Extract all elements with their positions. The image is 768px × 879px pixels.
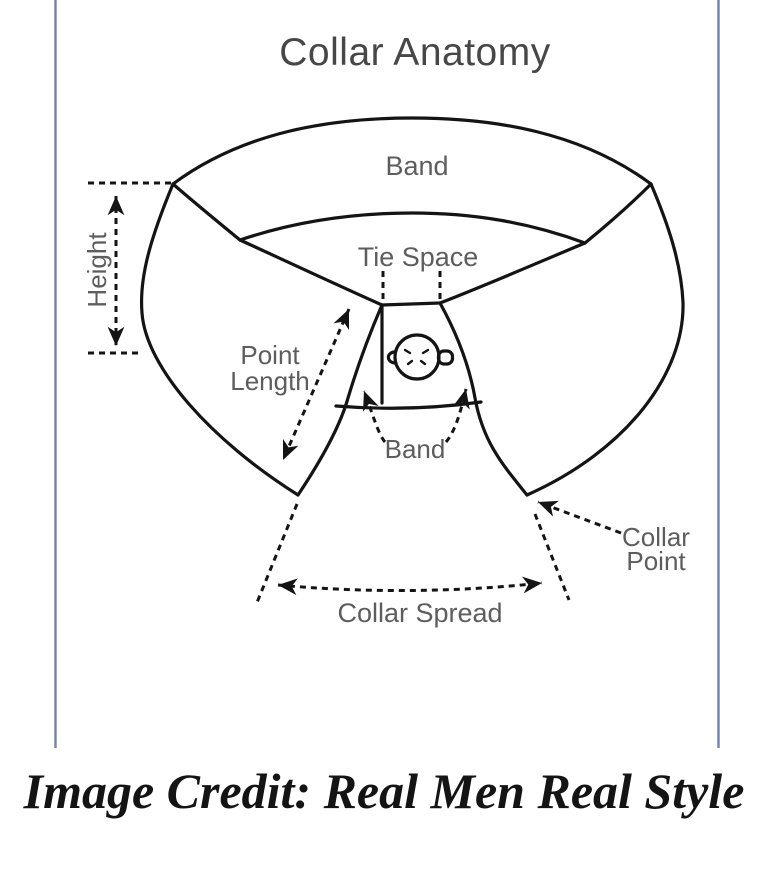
label-point-length-line2: Length: [230, 366, 310, 396]
spread-extension-left: [254, 503, 299, 606]
front-band-top-edge: [380, 301, 442, 307]
band-right-leader: [444, 388, 470, 443]
label-tie-space: Tie Space: [358, 242, 479, 272]
right-fold-line: [583, 182, 653, 245]
spread-extension-right: [533, 513, 571, 601]
diagram-title: Collar Anatomy: [279, 31, 551, 74]
diagram-labels: Band Tie Space Height Point Length Band …: [82, 151, 690, 628]
label-height: Height: [82, 232, 112, 308]
button-circle: [393, 333, 441, 381]
band-outer-arc: [171, 116, 653, 186]
button-left-notch: [386, 350, 396, 365]
collar-button: [386, 333, 455, 381]
right-border-rule: [717, 0, 720, 748]
right-leaf-top-edge: [438, 241, 587, 305]
button-tab: [436, 349, 455, 366]
band-left-leader: [362, 390, 387, 443]
label-band-front: Band: [385, 434, 446, 464]
collar-point-leader: [537, 500, 622, 535]
image-credit: Image Credit: Real Men Real Style: [23, 763, 745, 819]
button-stitches: [403, 348, 430, 366]
measurement-marks: [88, 181, 622, 606]
label-collar-spread: Collar Spread: [337, 598, 502, 628]
right-leaf-outer-edge: [525, 182, 685, 497]
band-inner-fold-arc: [238, 211, 587, 245]
left-leaf-top-edge: [238, 238, 384, 307]
front-band-bottom-edge: [334, 400, 483, 410]
left-border-rule: [54, 0, 57, 748]
label-collar-point-line1: Collar: [622, 522, 690, 552]
left-leaf-outer-edge: [139, 182, 300, 497]
label-collar-point-line2: Point: [626, 546, 686, 576]
collar-spread-arrow: [277, 576, 543, 596]
point-length-arrow: [281, 308, 351, 461]
left-fold-line: [171, 182, 242, 242]
label-band-top: Band: [385, 151, 448, 181]
right-leaf-inner-edge: [438, 301, 529, 497]
left-leaf-inner-edge: [296, 303, 384, 497]
label-point-length-line1: Point: [240, 340, 300, 370]
